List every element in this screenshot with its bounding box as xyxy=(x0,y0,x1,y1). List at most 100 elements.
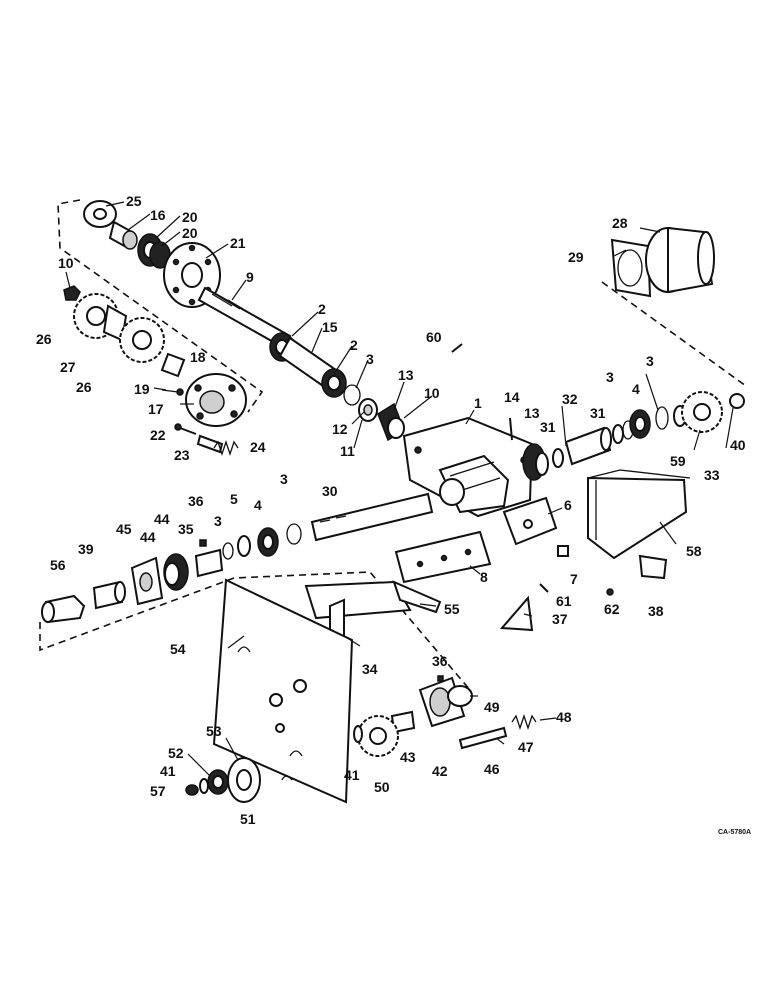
callout-9: 9 xyxy=(246,269,254,285)
callout-36b: 36 xyxy=(432,653,448,669)
seal-part-31a xyxy=(552,448,564,468)
callout-55: 55 xyxy=(444,601,460,617)
callout-6: 6 xyxy=(564,497,572,513)
callout-44b: 44 xyxy=(140,529,156,545)
callout-35: 35 xyxy=(178,521,194,537)
pin-part-23 xyxy=(196,434,224,454)
callout-53: 53 xyxy=(206,723,222,739)
callout-20: 20 xyxy=(182,209,198,225)
callout-2: 2 xyxy=(318,301,326,317)
washer-part-40 xyxy=(729,393,745,409)
callout-8: 8 xyxy=(480,569,488,585)
callout-11: 11 xyxy=(340,443,355,459)
callout-48: 48 xyxy=(556,709,572,725)
spring-part-24 xyxy=(213,439,239,457)
bolt-part-62 xyxy=(606,588,614,596)
sprocket-cluster xyxy=(63,285,247,457)
bracket-part-8 xyxy=(394,530,492,584)
bolt-part-19 xyxy=(161,388,184,396)
callout-45: 45 xyxy=(116,521,132,537)
callout-50: 50 xyxy=(374,779,390,795)
callout-30: 30 xyxy=(322,483,338,499)
callout-41b: 41 xyxy=(160,763,176,779)
assembly-outline-upper-right xyxy=(601,281,747,387)
callout-19: 19 xyxy=(134,381,150,397)
spacer-part-32 xyxy=(564,426,612,466)
callout-32: 32 xyxy=(562,391,578,407)
bearing-part-44 xyxy=(163,553,189,591)
callout-16: 16 xyxy=(150,207,166,223)
snap-ring-part-3d xyxy=(286,523,302,545)
lower-shaft-assembly xyxy=(41,492,434,624)
bolt-part-47 xyxy=(458,726,508,750)
callout-59: 59 xyxy=(670,453,686,469)
spacer-part-35 xyxy=(194,548,224,578)
spacer-part-39 xyxy=(92,580,126,610)
bolt-part-61 xyxy=(539,583,549,593)
plate-part-6 xyxy=(502,496,558,546)
callout-31b: 31 xyxy=(590,405,606,421)
callout-10: 10 xyxy=(58,255,74,271)
callout-46: 46 xyxy=(484,761,500,777)
callout-2b: 2 xyxy=(350,337,358,353)
callout-27: 27 xyxy=(60,359,76,375)
snap-ring-part-3 xyxy=(343,384,361,406)
washer-part-41b xyxy=(199,778,209,794)
pin-part-14 xyxy=(509,417,513,441)
bearing-part-20 xyxy=(137,233,171,269)
bearing-part-4a xyxy=(629,409,651,439)
gearbox-housing-part-1 xyxy=(402,416,534,518)
callout-61: 61 xyxy=(556,593,572,609)
callout-labels: 25 16 20 20 21 10 9 26 27 26 18 19 17 22… xyxy=(36,193,746,827)
callout-5: 5 xyxy=(230,491,238,507)
callout-37: 37 xyxy=(552,611,568,627)
callout-31: 31 xyxy=(540,419,556,435)
callout-22: 22 xyxy=(150,427,166,443)
callout-60: 60 xyxy=(426,329,442,345)
bearing-part-4b xyxy=(257,527,279,557)
callout-3: 3 xyxy=(366,351,374,367)
callout-54: 54 xyxy=(170,641,186,657)
gasket-part-29 xyxy=(610,238,652,298)
sprocket-part-50 xyxy=(357,715,399,757)
drawing-code: CA-5780A xyxy=(718,829,751,836)
callout-56: 56 xyxy=(50,557,66,573)
callout-41: 41 xyxy=(344,767,360,783)
callout-13b: 13 xyxy=(524,405,540,421)
bevel-gear-part-13a xyxy=(377,402,405,442)
side-panel-part-54 xyxy=(212,578,354,804)
callout-52: 52 xyxy=(168,745,184,761)
callout-7: 7 xyxy=(570,571,578,587)
callout-26b: 26 xyxy=(76,379,92,395)
seal-part-31b xyxy=(612,424,624,444)
callout-3c: 3 xyxy=(646,353,654,369)
callout-18: 18 xyxy=(190,349,206,365)
bearing-flange-part-51 xyxy=(227,757,261,803)
coupler-part-56 xyxy=(41,594,86,624)
key-part-36 xyxy=(199,539,207,547)
leader-lines xyxy=(65,201,734,777)
washer-part-25 xyxy=(83,200,117,228)
callout-3e: 3 xyxy=(214,513,222,529)
callout-25: 25 xyxy=(126,193,142,209)
washer-part-41a xyxy=(353,725,363,743)
bearing-housing-part-28 xyxy=(645,226,715,294)
bearing-part-52 xyxy=(207,769,229,795)
callout-33: 33 xyxy=(704,467,720,483)
bracket-part-37 xyxy=(499,595,534,632)
callout-15: 15 xyxy=(322,319,338,335)
plug-part-7 xyxy=(557,545,569,557)
callout-4b: 4 xyxy=(254,497,262,513)
spring-part-48 xyxy=(511,713,537,731)
pin-part-22 xyxy=(174,423,197,435)
nut-part-10 xyxy=(63,285,81,301)
snap-ring-part-3e xyxy=(222,542,234,560)
callout-57: 57 xyxy=(150,783,166,799)
callout-62: 62 xyxy=(604,601,620,617)
seal-part-49 xyxy=(447,685,473,707)
callout-43: 43 xyxy=(400,749,416,765)
callout-4: 4 xyxy=(632,381,640,397)
callout-49: 49 xyxy=(484,699,500,715)
callout-26: 26 xyxy=(36,331,52,347)
